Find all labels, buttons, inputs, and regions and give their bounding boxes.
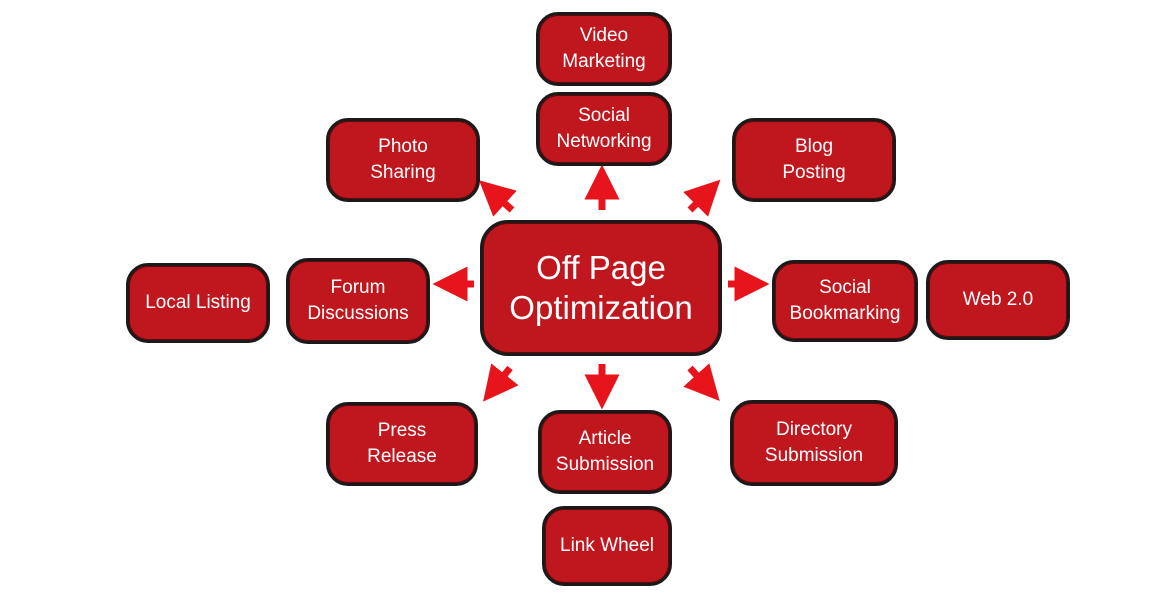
node-article-submission: Article Submission	[538, 410, 672, 494]
node-label: Directory Submission	[764, 419, 864, 466]
node-social-networking: Social Networking	[536, 92, 672, 166]
node-blog-posting: Blog Posting	[732, 118, 896, 202]
arrow-down-left	[483, 363, 519, 402]
node-label: Press Release	[367, 420, 437, 467]
node-press-release: Press Release	[326, 402, 478, 486]
node-label: Social Bookmarking	[789, 277, 901, 324]
center-node-off-page-optimization: Off Page Optimization	[480, 220, 722, 356]
node-forum-discussions: Forum Discussions	[286, 258, 430, 344]
node-label: Photo Sharing	[370, 136, 436, 183]
node-social-bookmarking: Social Bookmarking	[772, 260, 918, 342]
arrow-down-right	[683, 363, 720, 402]
node-web-2-0: Web 2.0	[926, 260, 1070, 340]
node-label: Blog Posting	[782, 136, 846, 183]
node-label: Video Marketing	[562, 25, 646, 72]
node-photo-sharing: Photo Sharing	[326, 118, 480, 202]
node-label: Web 2.0	[962, 289, 1034, 311]
arrow-up-left	[478, 180, 517, 217]
node-label: Link Wheel	[560, 535, 654, 557]
center-node-label: Off Page Optimization	[509, 249, 693, 326]
arrow-up-right	[683, 179, 721, 217]
node-local-listing: Local Listing	[126, 263, 270, 343]
node-link-wheel: Link Wheel	[542, 506, 672, 586]
node-label: Local Listing	[145, 292, 251, 314]
node-directory-submission: Directory Submission	[730, 400, 898, 486]
node-label: Article Submission	[555, 428, 655, 475]
node-label: Forum Discussions	[307, 277, 409, 324]
node-label: Social Networking	[556, 105, 652, 152]
node-video-marketing: Video Marketing	[536, 12, 672, 86]
